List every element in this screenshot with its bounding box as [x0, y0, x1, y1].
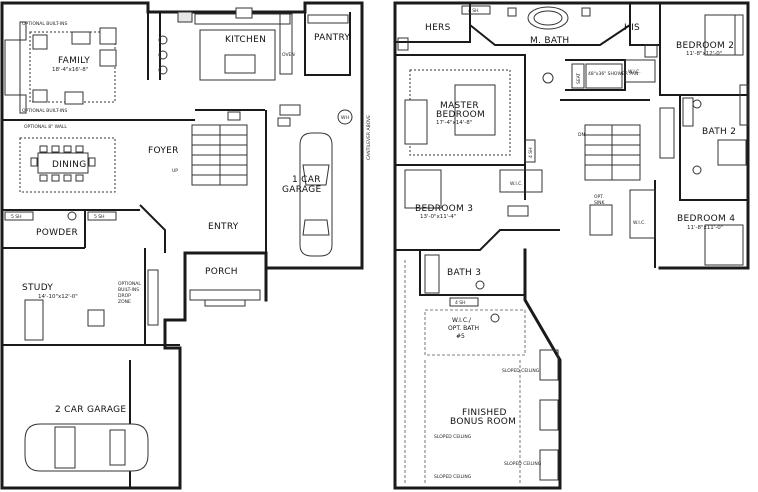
his-closet: HIS: [624, 3, 660, 58]
note-drop-zone-4: ZONE: [118, 299, 131, 305]
study: STUDY 14'-10"x12'-0" OPTIONAL BUILT-INS …: [2, 248, 180, 346]
bonus-room-label-1: FINISHED: [462, 408, 507, 418]
pantry-label: PANTRY: [314, 33, 350, 43]
shelf-4sh-b: 4 SH: [528, 147, 534, 158]
stair-hall: DN: [560, 99, 650, 181]
note-sloped-a: SLOPED CEILING: [502, 368, 540, 374]
wic-label-c: W.I.C.: [510, 181, 523, 187]
two-car-garage-label: 2 CAR GARAGE: [55, 405, 126, 415]
bath-2: BATH 2: [659, 95, 748, 201]
bedroom-2-dim: 11'-8"x12'-0": [686, 51, 722, 57]
bedroom-4: BEDROOM 4 11'-8"x11'-0" W.I.C.: [629, 180, 744, 268]
first-floor-exterior-wall: [0, 1, 364, 270]
note-sloped-c: SLOPED CEILING: [504, 461, 542, 467]
wic-label-b: W.I.C.: [633, 220, 646, 226]
bath-3: 4 SH BATH 3: [419, 250, 525, 307]
bedroom-2-label: BEDROOM 2: [676, 41, 734, 51]
wic-opt-bath: W.I.C./ OPT. BATH #5: [424, 309, 526, 356]
bonus-room-wall: [393, 248, 562, 490]
kitchen: KITCHEN OVEN: [147, 7, 295, 81]
first-floor-west-wall: [0, 1, 187, 490]
note-optional-built-ins-left: OPTIONAL BUILT-INS: [22, 108, 68, 114]
master-bedroom-label-1: MASTER: [440, 101, 479, 111]
hers-label: HERS: [425, 23, 451, 33]
study-dim: 14'-10"x12'-0": [38, 294, 78, 300]
note-sloped-d: SLOPED CEILING: [434, 474, 472, 480]
note-drop-zone-1: OPTIONAL: [118, 281, 141, 287]
powder-room: 5 SH 5 SH POWDER: [2, 209, 140, 249]
stair-up-label: UP: [172, 168, 178, 174]
water-heater-label: WH: [341, 115, 349, 121]
bedroom-3-dim: 13'-0"x11'-4": [420, 214, 456, 220]
pantry: PANTRY: [304, 12, 351, 76]
bedroom-2: BEDROOM 2 11'-8"x12'-0": [659, 3, 749, 126]
second-floor-exterior-wall: [393, 1, 750, 270]
entry-label: ENTRY: [208, 222, 239, 232]
note-drop-zone-3: DROP: [118, 293, 131, 299]
second-floor-plan: 4 SH HERS M. BATH 48"x36" SHOWER PAN SEA…: [393, 1, 750, 490]
porch-wall: [183, 251, 268, 302]
one-car-garage-label-2: GARAGE: [282, 185, 321, 195]
opt-sink-label-1: OPT.: [594, 194, 604, 200]
shelf-5sh-b: 5 SH: [94, 214, 105, 220]
oven-label: OVEN: [282, 52, 295, 58]
dining-room-label: DINING: [52, 160, 86, 170]
bedroom-3: W.I.C. BEDROOM 3 13'-0"x11'-4": [395, 164, 560, 251]
wic-label-a: W.I.C.: [628, 69, 641, 75]
wic-opt-bath-label-3: #5: [456, 333, 465, 340]
master-bedroom: MASTER BEDROOM 17'-4"x14'-8" 4 SH: [395, 54, 536, 166]
opt-sink: OPT. SINK: [589, 194, 613, 236]
bedroom-4-label: BEDROOM 4: [677, 214, 735, 224]
note-drop-zone-2: BUILT-INS: [118, 287, 139, 293]
his-label: HIS: [624, 23, 640, 33]
family-room: FAMILY 18'-4"x16'-8" OPTIONAL BUILT-INS …: [4, 21, 117, 130]
kitchen-label: KITCHEN: [225, 35, 266, 45]
shelf-5sh-a: 5 SH: [11, 214, 22, 220]
note-optional-wall: OPTIONAL 8" WALL: [24, 124, 67, 130]
note-sloped-b: SLOPED CEILING: [434, 434, 472, 440]
study-label: STUDY: [22, 283, 53, 293]
master-bedroom-dim: 17'-4"x14'-8": [436, 120, 472, 126]
dining-room: DINING: [2, 119, 130, 193]
bath-2-label: BATH 2: [702, 127, 736, 137]
family-room-label: FAMILY: [58, 56, 90, 66]
two-car-garage: 2 CAR GARAGE: [24, 360, 149, 488]
shower-label: 48"x36" SHOWER PAN: [588, 71, 638, 77]
wic-opt-bath-label-2: OPT. BATH: [448, 325, 479, 332]
hers-closet: 4 SH HERS: [395, 3, 491, 51]
entry: ENTRY: [139, 204, 239, 253]
foyer-label: FOYER: [148, 146, 179, 156]
wic-opt-bath-label-1: W.I.C./: [452, 317, 472, 324]
first-floor-plan: FAMILY 18'-4"x16'-8" OPTIONAL BUILT-INS …: [0, 1, 372, 490]
seat-label: SEAT: [576, 73, 582, 84]
note-cantilever: CANTILEVER ABOVE: [366, 115, 372, 160]
powder-room-label: POWDER: [36, 228, 78, 238]
stair-down-label: DN: [578, 132, 585, 138]
family-room-dim: 18'-4"x16'-8": [52, 67, 88, 73]
note-optional-built-ins-top: OPTIONAL BUILT-INS: [22, 21, 68, 27]
one-car-garage: 1 CAR GARAGE WH CANTILEVER ABOVE: [265, 104, 372, 268]
porch-label: PORCH: [205, 267, 238, 277]
porch: PORCH: [189, 267, 261, 307]
bonus-room-label-2: BONUS ROOM: [450, 417, 516, 427]
opt-sink-label-2: SINK: [594, 200, 606, 206]
master-bath-label: M. BATH: [530, 36, 569, 46]
master-bath: M. BATH 48"x36" SHOWER PAN SEAT W.I.C.: [469, 6, 656, 91]
bath-3-label: BATH 3: [447, 268, 481, 278]
finished-bonus-room: FINISHED BONUS ROOM SLOPED CEILING SLOPE…: [404, 260, 559, 485]
bedroom-3-label: BEDROOM 3: [415, 204, 473, 214]
bedroom-4-dim: 11'-8"x11'-0": [687, 225, 723, 231]
shelf-4sh-a: 4 SH: [468, 8, 479, 14]
master-bedroom-label-2: BEDROOM: [436, 110, 485, 120]
foyer: FOYER UP: [130, 109, 265, 186]
shelf-4sh-c: 4 SH: [455, 300, 466, 306]
one-car-garage-label-1: 1 CAR: [292, 175, 321, 185]
